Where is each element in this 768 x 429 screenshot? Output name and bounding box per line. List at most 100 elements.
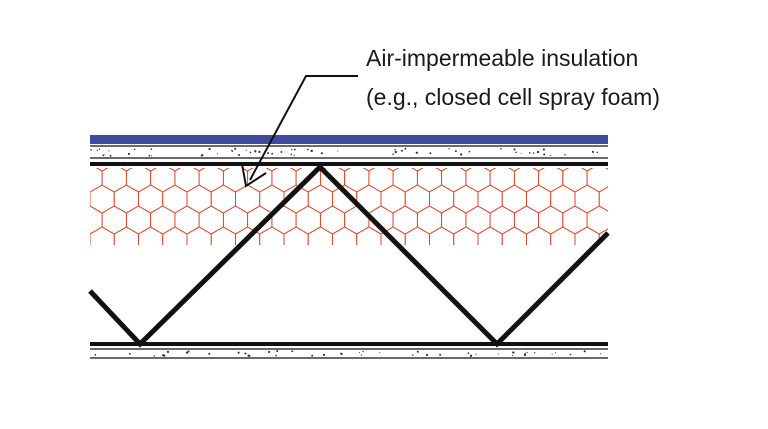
insulation-hex-cell (477, 184, 503, 214)
board-speckle (102, 154, 105, 157)
insulation-hex-cell (489, 168, 515, 193)
insulation-hex-pattern (54, 143, 768, 297)
board-speckle (127, 152, 130, 155)
board-speckle (275, 354, 278, 357)
insulation-hex-cell (338, 168, 351, 172)
board-speckle (394, 150, 397, 154)
insulation-hex-cell (465, 205, 491, 235)
insulation-hex-cell (636, 164, 660, 192)
insulation-hex-cell (113, 226, 139, 245)
board-speckle (249, 151, 252, 154)
board-speckle (268, 350, 271, 354)
insulation-hex-cell (101, 168, 127, 193)
board-speckle (460, 153, 463, 156)
insulation-hex-cell (78, 248, 102, 276)
insulation-hex-cell (672, 227, 696, 255)
insulation-hex-cell (477, 226, 503, 245)
callout-leader (241, 75, 358, 188)
insulation-hex-cell (429, 226, 455, 245)
insulation-hex-cell (125, 168, 152, 193)
board-speckle (290, 153, 293, 156)
board-speckle (524, 352, 527, 355)
insulation-hex-cell (501, 184, 527, 214)
board-speckle (337, 150, 339, 152)
board-speckle (231, 149, 233, 152)
board-speckle (244, 352, 247, 355)
board-speckle (340, 353, 343, 355)
insulation-hex-cell (271, 168, 297, 193)
insulation-hex-cell (66, 143, 90, 171)
board-speckle (523, 353, 527, 357)
insulation-hex-cell (648, 227, 672, 255)
board-speckle (475, 353, 477, 355)
insulation-hex-cell (139, 269, 163, 297)
board-speckle (90, 148, 92, 151)
insulation-hex-cell (611, 164, 635, 192)
board-speckle (276, 349, 279, 353)
insulation-hex-cell (217, 168, 230, 172)
board-speckle (500, 147, 502, 150)
board-speckle (360, 354, 363, 356)
insulation-hex-cell (513, 168, 540, 193)
insulation-hex-cell (333, 269, 357, 297)
insulation-hex-cell (501, 226, 527, 245)
insulation-hex-cell (672, 143, 696, 171)
insulation-hex-cell (526, 226, 552, 245)
insulation-hex-cell (429, 184, 455, 214)
insulation-hex-cell (441, 168, 467, 193)
insulation-hex-cell (551, 269, 575, 297)
insulation-hex-cell (441, 205, 467, 235)
board-speckle (291, 149, 293, 151)
board-speckle (320, 152, 323, 155)
insulation-hex-cell (696, 269, 720, 297)
board-speckle (291, 350, 294, 353)
board-speckle (468, 150, 471, 153)
insulation-hex-cell (562, 168, 588, 193)
board-speckle (238, 154, 241, 156)
roof-membrane (90, 135, 608, 144)
board-speckle (591, 150, 595, 153)
board-speckle (311, 354, 314, 357)
board-speckle (258, 150, 261, 153)
board-speckle (416, 350, 419, 353)
board-speckle (564, 153, 566, 156)
board-speckle (307, 148, 309, 151)
insulation-hex-cell (538, 168, 564, 193)
board-speckle (208, 147, 211, 151)
insulation-hex-cell (186, 226, 212, 245)
insulation-hex-cell (168, 168, 181, 172)
insulation-hex-cell (416, 205, 443, 235)
insulation-hex-cell (174, 205, 200, 235)
insulation-hex-cell (101, 205, 127, 235)
insulation-hex-cell (611, 248, 635, 276)
insulation-hex-cell (222, 205, 249, 235)
insulation-hex-cell (757, 248, 768, 276)
insulation-hex-cell (721, 269, 745, 297)
insulation-hex-cell (66, 269, 90, 297)
board-speckle (280, 151, 283, 153)
insulation-hex-cell (54, 164, 78, 192)
top-deck-speckles (90, 147, 599, 157)
insulation-hex-cell (721, 185, 745, 213)
insulation-hex-cell (605, 168, 608, 170)
insulation-hex-cell (454, 269, 478, 297)
board-speckle (599, 353, 601, 355)
board-speckle (234, 147, 237, 150)
insulation-hex-cell (745, 185, 768, 213)
insulation-hex-cell (550, 184, 576, 214)
board-speckle (150, 155, 153, 157)
insulation-hex-cell (490, 248, 514, 276)
board-speckle (448, 148, 450, 150)
board-speckle (216, 153, 219, 155)
insulation-hex-cell (392, 205, 418, 235)
insulation-hex-cell (465, 168, 491, 193)
insulation-hex-cell (733, 248, 757, 276)
insulation-hex-cell (320, 248, 344, 276)
insulation-hex-cell (660, 206, 684, 234)
insulation-hex-cell (598, 186, 608, 212)
insulation-hex-cell (290, 168, 303, 172)
board-speckle (254, 150, 257, 153)
board-speckle (412, 354, 414, 356)
